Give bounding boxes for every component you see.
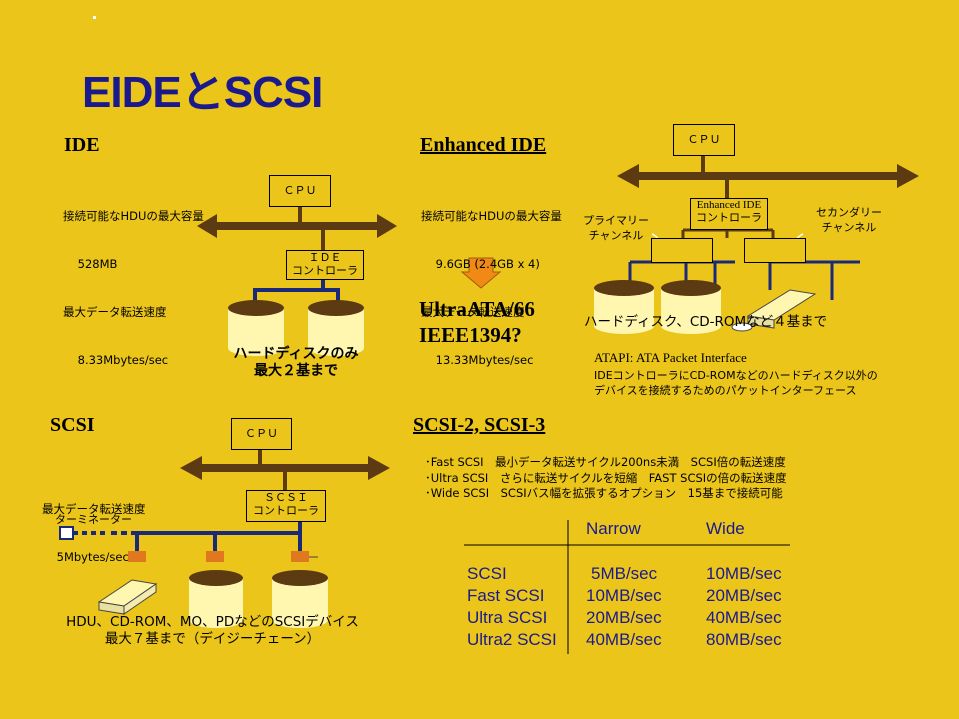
scsi-diagram bbox=[59, 449, 390, 628]
eide-next-standards: UltraATA/66 IEEE1394? bbox=[419, 297, 535, 347]
ide-heading: IDE bbox=[64, 134, 100, 156]
scsi-heading: SCSI bbox=[50, 414, 95, 436]
connector-1 bbox=[128, 551, 146, 562]
scsi-controller-box: ＳＣＳＩ コントローラ bbox=[246, 490, 326, 522]
terminator-label: ターミネーター bbox=[55, 513, 132, 526]
table-row-wide: 40MB/sec bbox=[706, 608, 782, 627]
connector-3 bbox=[291, 551, 309, 562]
ide-diagram bbox=[197, 207, 397, 356]
ide-spec-lines: 接続可能なHDUの最大容量 528MB 最大データ転送速度 8.33Mbytes… bbox=[63, 209, 204, 367]
scsi-device-drive-icon bbox=[97, 579, 158, 615]
eide-disk-1 bbox=[594, 280, 654, 334]
scsi23-heading: SCSI-2, SCSI-3 bbox=[413, 414, 546, 436]
cdrom-drive-icon bbox=[731, 289, 817, 332]
scsi-cpu-box: ＣＰＵ bbox=[231, 418, 292, 450]
eide-secondary-label: セカンダリー チャンネル bbox=[816, 206, 882, 234]
eide-controller-box: Enhanced IDE コントローラ bbox=[690, 198, 768, 230]
bullet-wide-scsi: ･Wide SCSI SCSIバス幅を拡張するオプション 15基まで接続可能 bbox=[425, 486, 783, 500]
table-row-name: Ultra SCSI bbox=[467, 608, 548, 627]
eide-heading: Enhanced IDE bbox=[420, 134, 547, 156]
ide-disk-1 bbox=[228, 300, 284, 356]
table-row-name: Ultra2 SCSI bbox=[467, 630, 557, 649]
eide-spec-lines: 接続可能なHDUの最大容量 9.6GB (2.4GB x 4) 最大データ転送速… bbox=[421, 209, 562, 367]
eide-secondary-box bbox=[744, 238, 806, 263]
table-row-wide: 80MB/sec bbox=[706, 630, 782, 649]
page-title: EIDEとSCSI bbox=[82, 68, 323, 117]
ide-disk-2 bbox=[308, 300, 364, 356]
atapi-description: IDEコントローラにCD-ROMなどのハードディスク以外の デバイスを接続するた… bbox=[594, 369, 878, 397]
table-row-name: SCSI bbox=[467, 564, 507, 583]
table-row-narrow: 10MB/sec bbox=[586, 586, 662, 605]
eide-disk-2 bbox=[661, 280, 721, 334]
eide-cpu-box: ＣＰＵ bbox=[673, 124, 735, 156]
table-row-name: Fast SCSI bbox=[467, 586, 545, 605]
table-row-narrow: 40MB/sec bbox=[586, 630, 662, 649]
scsi-caption: HDU、CD-ROM、MO、PDなどのSCSIデバイス 最大７基まで（デイジーチ… bbox=[66, 614, 359, 647]
decor-dot bbox=[93, 16, 96, 19]
ide-caption: ハードディスクのみ 最大２基まで bbox=[233, 346, 359, 379]
eide-primary-box bbox=[651, 238, 713, 263]
ide-controller-box: ＩＤＥ コントローラ bbox=[286, 250, 364, 280]
scsi23-bullets: ･Fast SCSI 最小データ転送サイクル200ns未満 SCSI倍の転送速度… bbox=[425, 455, 787, 502]
eide-primary-label: プライマリー チャンネル bbox=[583, 214, 649, 242]
connector-2 bbox=[206, 551, 224, 562]
scsi-daisy-chain bbox=[135, 521, 302, 553]
bullet-fast-scsi: ･Fast SCSI 最小データ転送サイクル200ns未満 SCSI倍の転送速度 bbox=[425, 455, 786, 469]
down-arrow-icon bbox=[460, 257, 502, 289]
ide-cable bbox=[253, 278, 340, 308]
table-row-narrow: 20MB/sec bbox=[586, 608, 662, 627]
scsi-disk-1 bbox=[189, 570, 243, 628]
table-row-wide: 10MB/sec bbox=[706, 564, 782, 583]
eide-caption: ハードディスク、CD-ROMなど４基まで bbox=[584, 314, 828, 330]
bullet-ultra-scsi: ･Ultra SCSI さらに転送サイクルを短縮 FAST SCSIの倍の転送速… bbox=[425, 470, 787, 485]
ide-cpu-box: ＣＰＵ bbox=[269, 175, 331, 207]
scsi-spec-lines: 最大データ転送速度 5Mbytes/sec bbox=[42, 502, 146, 564]
table-row-wide: 20MB/sec bbox=[706, 586, 782, 605]
eide-bus-arrow bbox=[617, 164, 919, 188]
scsi-bus-arrow bbox=[180, 456, 390, 480]
atapi-title: ATAPI: ATA Packet Interface bbox=[594, 350, 747, 365]
table-header-wide: Wide bbox=[706, 519, 745, 538]
scsi-disk-2 bbox=[272, 570, 328, 628]
table-header-narrow: Narrow bbox=[586, 519, 641, 538]
table-row-narrow: 5MB/sec bbox=[591, 564, 658, 583]
ide-bus-arrow bbox=[197, 214, 397, 238]
